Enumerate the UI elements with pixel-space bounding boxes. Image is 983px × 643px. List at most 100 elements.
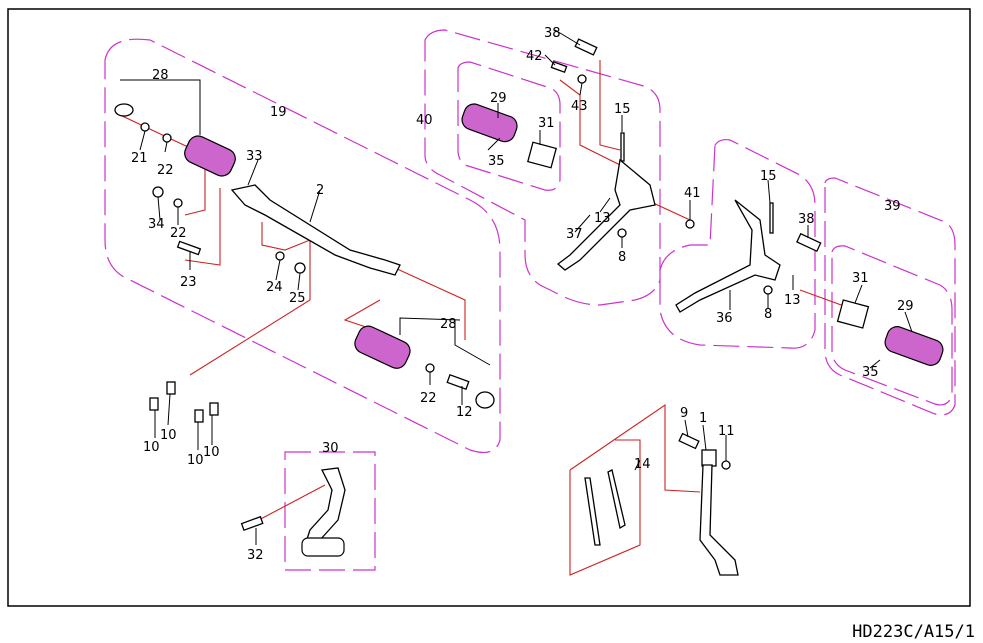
grip-29-upper	[461, 103, 518, 143]
end-cap-lower	[475, 391, 495, 409]
callout-35-upper: 35	[488, 154, 505, 169]
nut-11	[721, 460, 731, 470]
bolt-32	[240, 515, 264, 532]
spring-14-b	[607, 469, 626, 530]
callout-33: 33	[246, 149, 263, 164]
callout-31-lower: 31	[852, 271, 869, 286]
callout-42: 42	[526, 49, 543, 64]
bolt-10-d	[209, 402, 219, 416]
callout-38-lower: 38	[798, 212, 815, 227]
nut-34	[152, 186, 164, 198]
peg-31-upper	[527, 141, 557, 169]
callout-labels: 28 19 21 22 33 2 34 22 23 24 25 28 22 12…	[131, 26, 914, 563]
washer-22-lower	[425, 363, 435, 373]
spring-14-a	[584, 477, 601, 546]
group-outline-40	[424, 29, 661, 306]
callout-22-upper: 22	[157, 163, 174, 178]
callout-36: 36	[716, 311, 733, 326]
callout-19: 19	[270, 105, 287, 120]
group-outline-30	[284, 451, 376, 571]
washer-8-upper	[617, 228, 627, 238]
washer-21	[140, 122, 150, 132]
bolt-38-upper	[574, 38, 598, 56]
drawing-code: HD223C/A15/1	[852, 622, 975, 642]
red-leader-19	[119, 114, 466, 376]
washer-8-lower	[763, 285, 773, 295]
callout-39: 39	[884, 199, 901, 214]
callout-25: 25	[289, 291, 306, 306]
bolts-10	[149, 381, 219, 423]
callout-10-a: 10	[143, 440, 160, 455]
callout-8-upper: 8	[618, 250, 626, 265]
bolt-12	[446, 373, 470, 391]
callout-32: 32	[247, 548, 264, 563]
rubber-grip-lower	[354, 325, 411, 369]
callout-29-upper: 29	[490, 91, 507, 106]
callout-40: 40	[416, 113, 433, 128]
washer-24	[275, 251, 285, 261]
footrest-lower-right	[675, 199, 944, 366]
callout-1: 1	[699, 411, 707, 426]
callout-35-lower: 35	[862, 365, 879, 380]
end-cap	[114, 103, 134, 117]
callout-11: 11	[718, 424, 735, 439]
callout-12: 12	[456, 405, 473, 420]
stand-leg	[699, 464, 739, 576]
callout-21: 21	[131, 151, 148, 166]
callout-leaders	[120, 29, 913, 545]
callout-9: 9	[680, 406, 688, 421]
callout-28-lower: 28	[440, 317, 457, 332]
callout-10-d: 10	[203, 445, 220, 460]
callout-13-upper: 13	[594, 211, 611, 226]
group-outline-35-lower	[831, 245, 953, 406]
washer-22-upper	[162, 133, 172, 143]
bolt-10-b	[166, 381, 176, 395]
footrest-bracket-left	[114, 103, 495, 409]
callout-10-c: 10	[187, 453, 204, 468]
washer-22-mid	[173, 198, 183, 208]
callout-2: 2	[316, 183, 324, 198]
nut-25	[294, 262, 306, 274]
callout-29-lower: 29	[897, 299, 914, 314]
grip-29-lower	[884, 326, 944, 366]
callout-14: 14	[634, 457, 651, 472]
washer-43	[577, 74, 587, 84]
footrest-upper-right	[461, 38, 695, 271]
side-stand-1	[584, 432, 739, 576]
callout-34: 34	[148, 217, 165, 232]
callout-13-lower: 13	[784, 293, 801, 308]
callout-30: 30	[322, 441, 339, 456]
bracket-37	[556, 158, 656, 271]
stand-head	[701, 449, 717, 467]
callout-31-upper: 31	[538, 116, 555, 131]
pin-15-upper	[620, 132, 625, 162]
callout-43: 43	[571, 99, 588, 114]
callout-15-upper: 15	[614, 102, 631, 117]
pedal-pad	[301, 537, 345, 557]
callout-22-lower: 22	[420, 391, 437, 406]
red-leader-14	[569, 403, 701, 576]
callout-28-upper: 28	[152, 68, 169, 83]
group-outline-39	[824, 177, 956, 416]
bolt-23	[176, 240, 202, 256]
callout-38-upper: 38	[544, 26, 561, 41]
nut-41	[685, 219, 695, 229]
callout-15-lower: 15	[760, 169, 777, 184]
callout-8-lower: 8	[764, 307, 772, 322]
bolt-10-c	[194, 409, 204, 423]
pin-15-lower	[769, 202, 774, 234]
callout-22-mid: 22	[170, 226, 187, 241]
rubber-grip-upper	[184, 135, 236, 177]
group-outline-35-upper	[457, 61, 561, 191]
bolt-38-lower	[796, 232, 822, 253]
callout-23: 23	[180, 275, 197, 290]
group-outline-36	[659, 138, 816, 349]
red-leader-32	[254, 484, 326, 523]
callout-10-b: 10	[160, 428, 177, 443]
bolt-42	[550, 60, 568, 74]
callout-41: 41	[684, 186, 701, 201]
callout-24: 24	[266, 280, 283, 295]
brake-pedal-30	[240, 467, 346, 557]
pedal-arm	[303, 467, 346, 547]
